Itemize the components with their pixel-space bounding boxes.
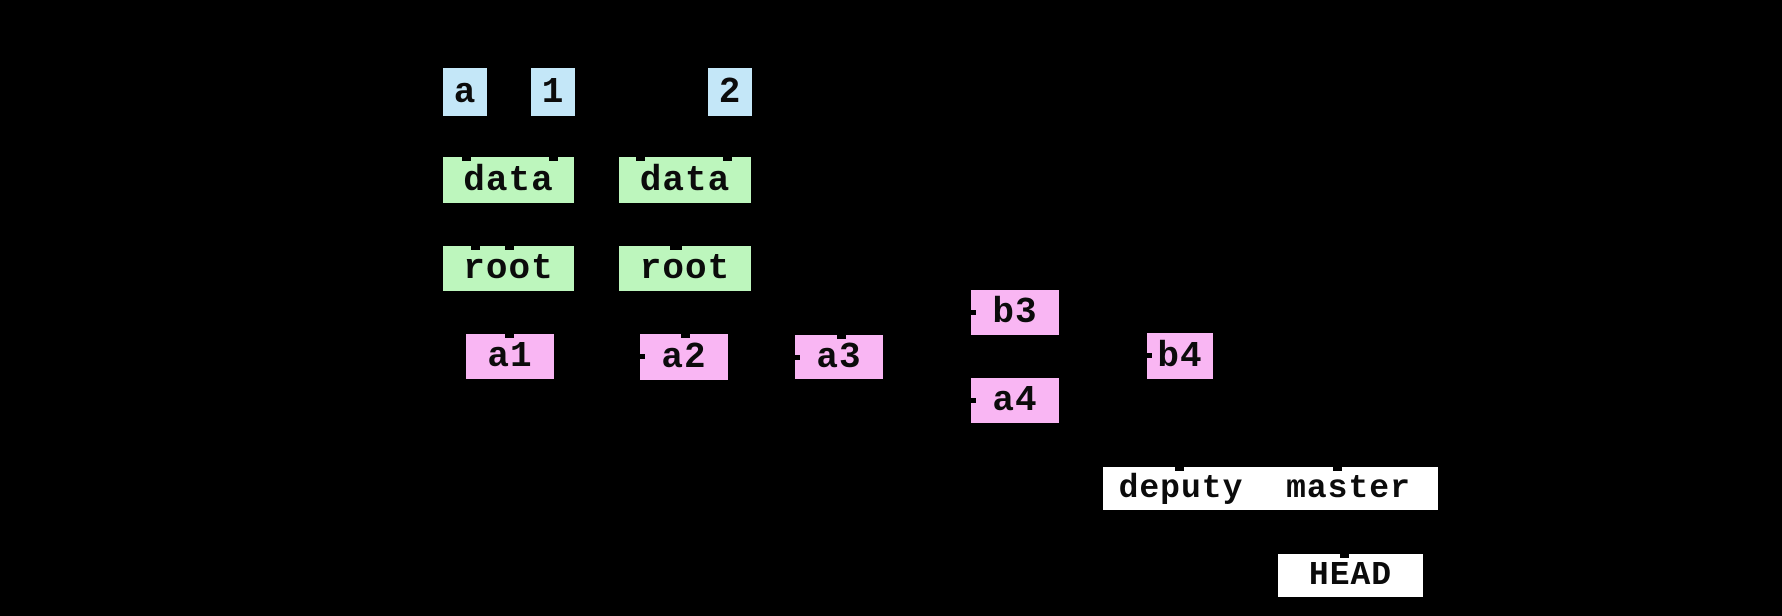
arrowhead-tick [1175, 466, 1184, 471]
arrowhead-tick [1144, 353, 1152, 358]
tree-node-root-2: root [619, 246, 751, 291]
tree-node-data-2: data [619, 157, 751, 203]
arrowhead-tick [681, 333, 690, 338]
blob-node-1: 1 [531, 68, 575, 116]
commit-node-b3: b3 [971, 290, 1059, 335]
commit-node-a2: a2 [640, 334, 728, 380]
arrowhead-tick [637, 354, 645, 359]
arrowhead-tick [505, 333, 514, 338]
commit-node-a4: a4 [971, 378, 1059, 423]
tree-node-data-1: data [443, 157, 574, 203]
arrowhead-tick [505, 245, 514, 250]
arrowhead-tick [1333, 466, 1342, 471]
blob-node-2: 2 [708, 68, 752, 116]
arrowhead-tick [1340, 553, 1349, 558]
branch-ref-master: master [1259, 467, 1438, 510]
arrowhead-tick [670, 245, 682, 250]
arrowhead-tick [837, 334, 846, 339]
head-ref: HEAD [1278, 554, 1423, 597]
blob-node-a: a [443, 68, 487, 116]
commit-node-a3: a3 [795, 335, 883, 379]
commit-node-a1: a1 [466, 334, 554, 379]
arrowhead-tick [968, 310, 976, 315]
arrowhead-tick [471, 245, 480, 250]
arrowhead-tick [462, 156, 471, 161]
arrowhead-tick [723, 156, 732, 161]
commit-node-b4: b4 [1147, 333, 1213, 379]
arrowhead-tick [636, 156, 645, 161]
branch-ref-deputy: deputy [1103, 467, 1259, 510]
tree-node-root-1: root [443, 246, 574, 291]
arrowhead-tick [549, 156, 558, 161]
arrowhead-tick [968, 398, 976, 403]
arrowhead-tick [792, 355, 800, 360]
